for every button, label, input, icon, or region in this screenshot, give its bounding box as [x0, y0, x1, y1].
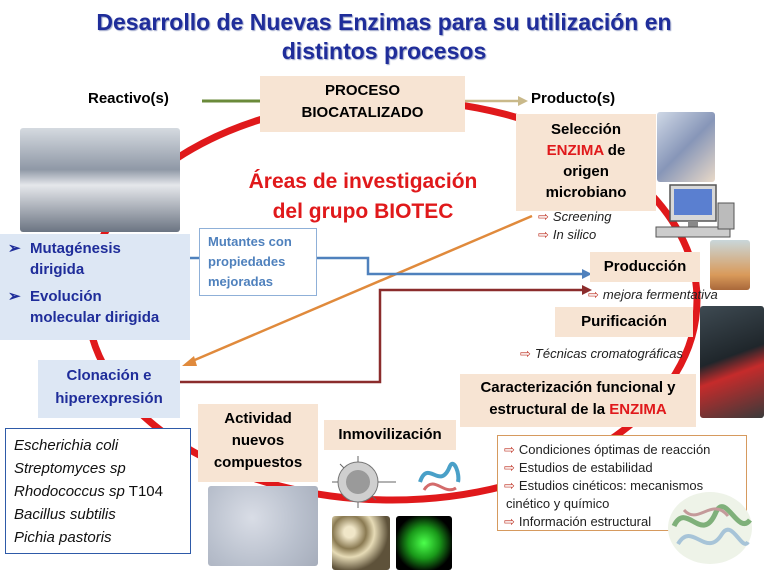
seleccion-items: ⇨Screening ⇨In silico [538, 208, 611, 244]
arrow-bullet-icon: ⇨ [504, 514, 515, 529]
arrow-bullet-icon: ⇨ [504, 460, 515, 475]
organismos-box: Escherichia coli Streptomyces sp Rhodoco… [5, 428, 191, 554]
arrow-bullet-icon: ⇨ [504, 478, 515, 493]
reactivo-label: Reactivo(s) [88, 90, 169, 107]
seleccion-box: Selección ENZIMA de origen microbiano [516, 114, 656, 211]
insilico-item: ⇨In silico [538, 227, 597, 242]
fluorescence-photo [396, 516, 452, 570]
nanoparticle-image [332, 456, 396, 508]
areas-heading: Áreas de investigación del grupo BIOTEC [248, 170, 478, 223]
beads-photo [332, 516, 390, 570]
proceso-box: PROCESO BIOCATALIZADO [260, 76, 465, 132]
lab-plates-photo [657, 112, 715, 182]
arrow-bullet-icon: ⇨ [588, 287, 599, 302]
enzyme-structure-image [418, 462, 461, 492]
purificacion-box: Purificación [555, 307, 693, 337]
screening-item: ⇨Screening [538, 209, 612, 224]
inmovilizacion-box: Inmovilización [324, 420, 456, 450]
chromatography-photo [700, 306, 764, 418]
producto-label: Producto(s) [531, 90, 616, 107]
page-title: Desarrollo de Nuevas Enzimas para su uti… [96, 9, 672, 64]
arrow-bullet-icon: ⇨ [538, 209, 549, 224]
arrow-bullet-icon: ⇨ [520, 346, 531, 361]
arrow-bullet-icon: ⇨ [504, 442, 515, 457]
mutantes-box: Mutantes con propiedades mejoradas [199, 228, 317, 296]
bullet-icon: ➢ [8, 240, 21, 257]
actividad-box: Actividad nuevos compuestos [198, 404, 318, 482]
caracterizacion-list: ⇨Condiciones óptimas de reacción ⇨Estudi… [497, 435, 747, 531]
computer-icon [655, 184, 735, 238]
arrow-clonacion-produccion [180, 288, 584, 384]
produccion-box: Producción [590, 252, 700, 282]
arrow-screening-clonacion [189, 214, 533, 364]
arrow-bullet-icon: ⇨ [538, 227, 549, 242]
bullet-icon: ➢ [8, 288, 21, 305]
produccion-sub: ⇨mejora fermentativa [588, 287, 718, 302]
purificacion-sub: ⇨Técnicas cromatográficas [520, 346, 684, 361]
flask-photo [710, 240, 750, 290]
assay-plate-photo [208, 486, 318, 566]
clonacion-box: Clonación e hiperexpresión [38, 360, 180, 418]
protein-structure-image [668, 492, 752, 564]
caracterizacion-box: Caracterización funcional y estructural … [460, 374, 696, 427]
robot-photo [20, 128, 180, 232]
